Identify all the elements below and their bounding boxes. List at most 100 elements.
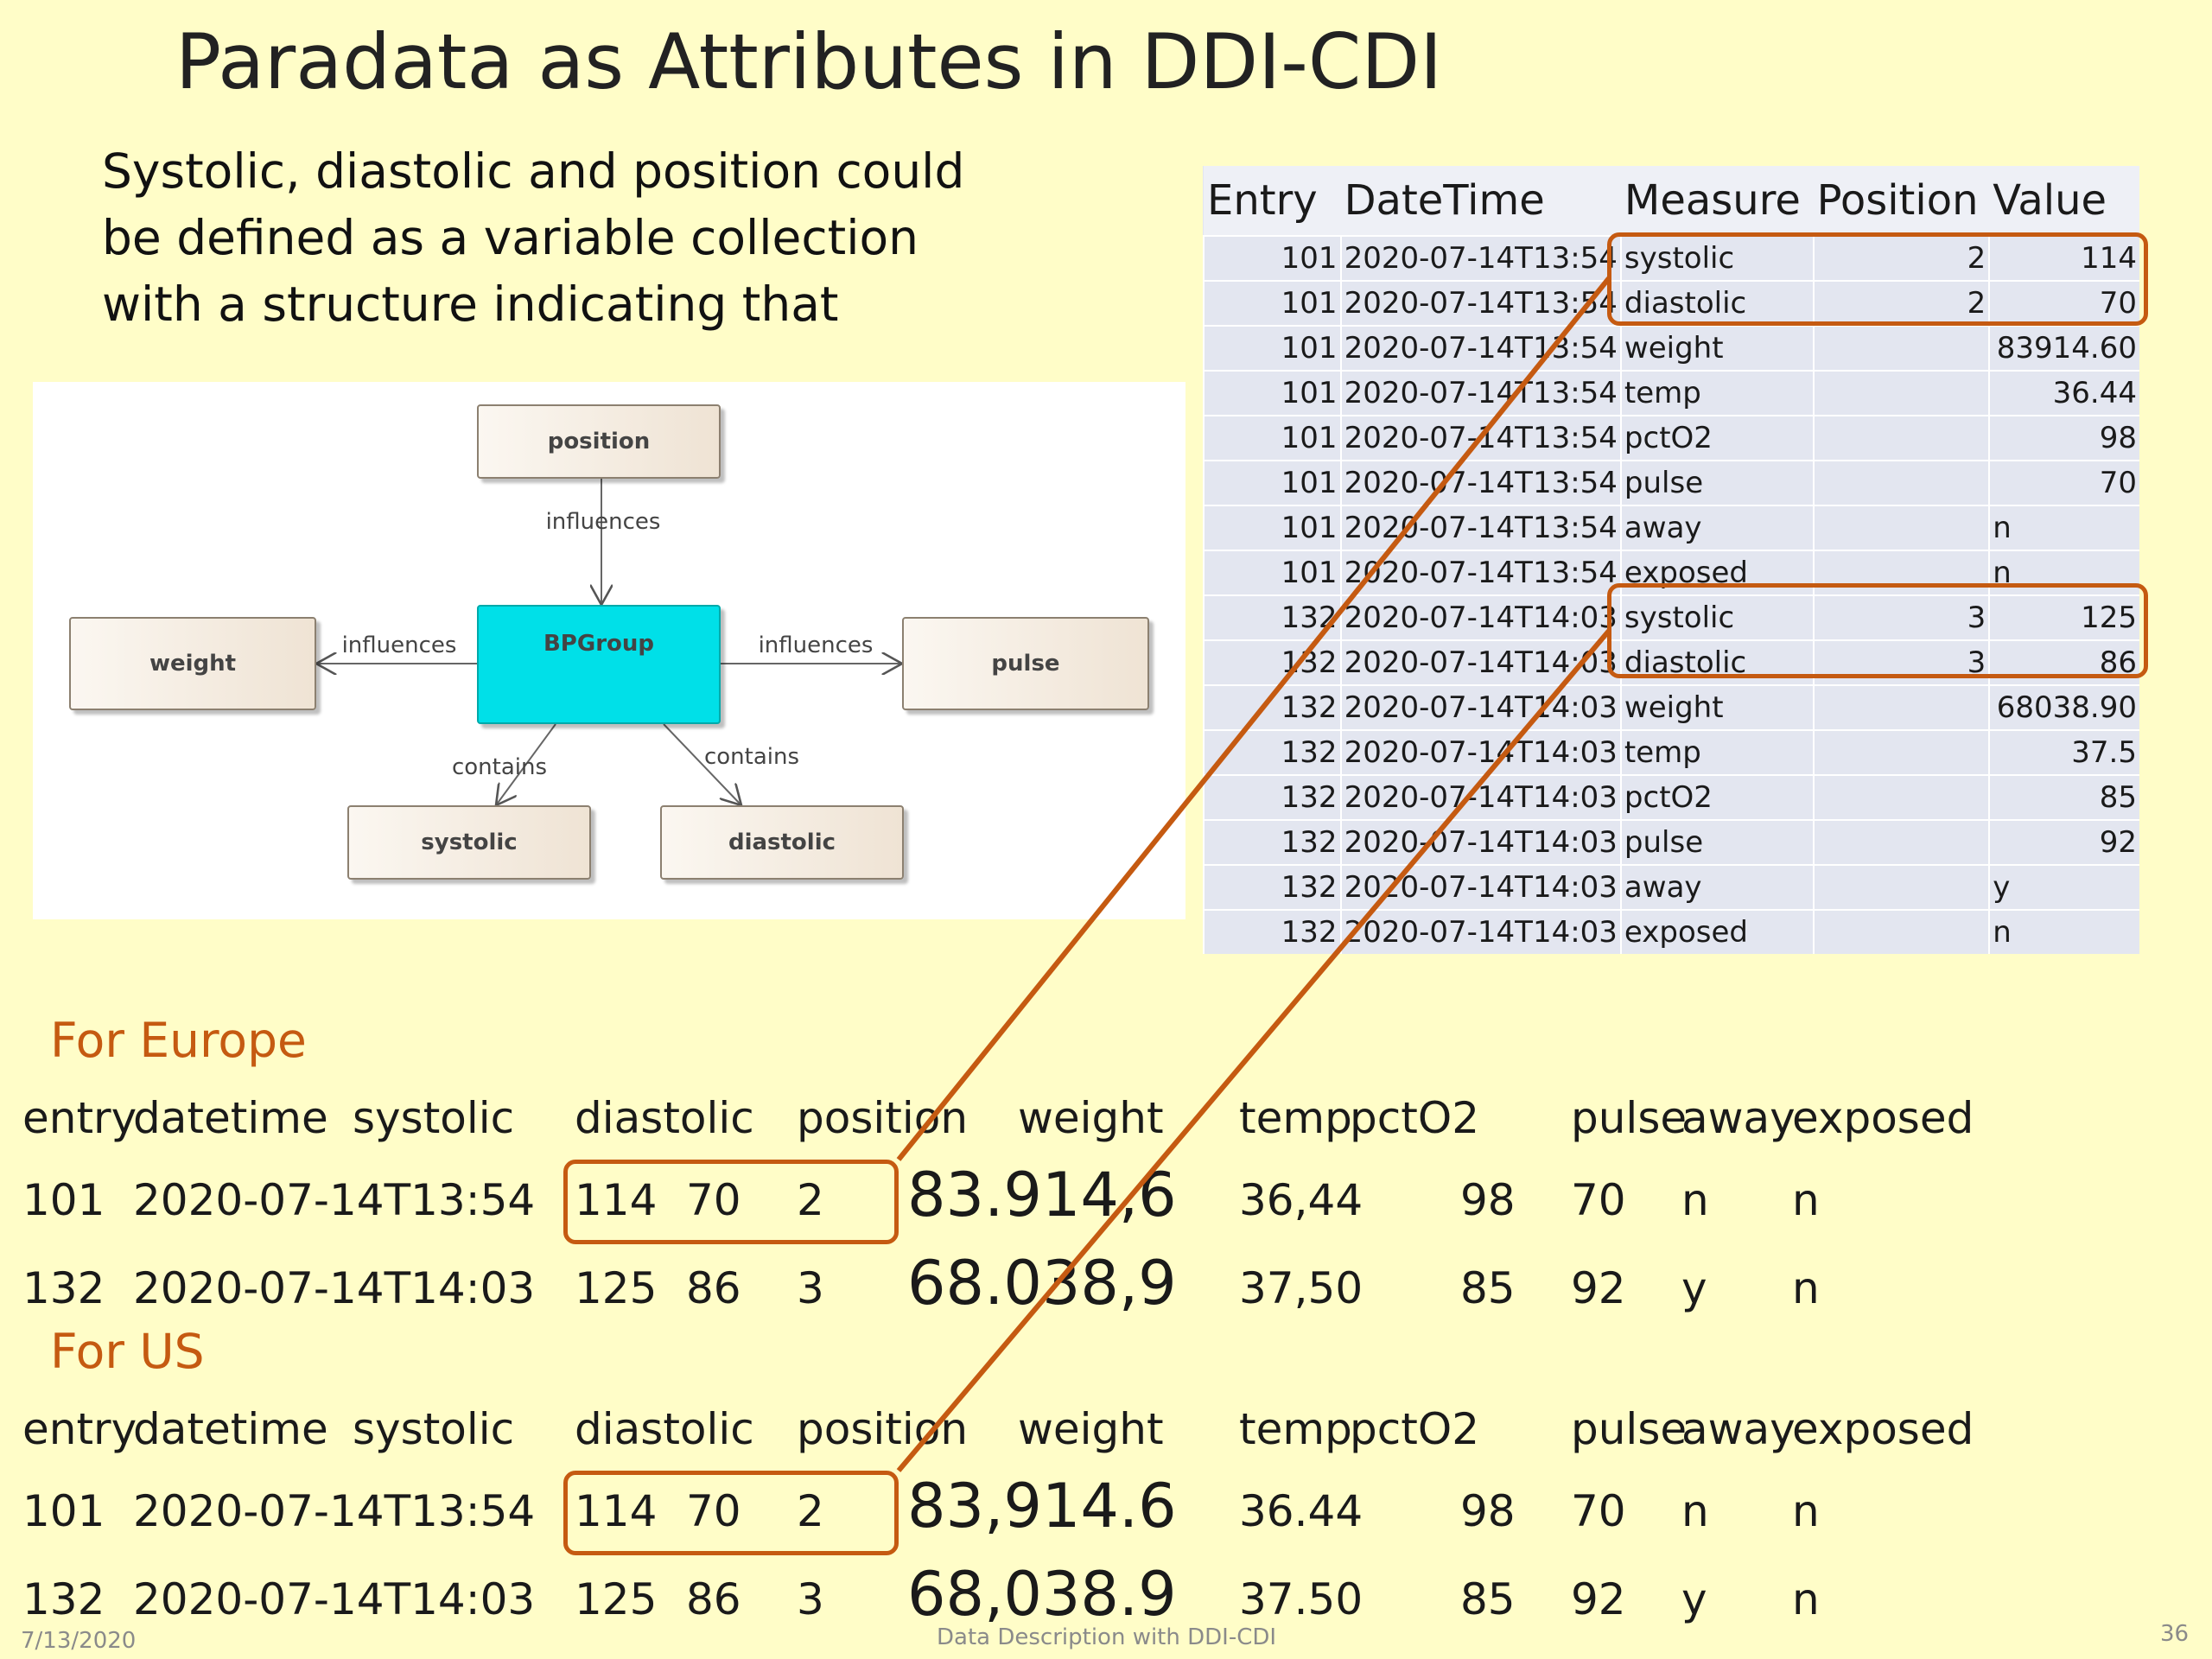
- cell-entry: 132: [22, 1263, 105, 1313]
- cell-value: 68038.90: [1988, 684, 2139, 730]
- cell-value: 92: [1988, 819, 2139, 865]
- page-number: 36: [2160, 1621, 2190, 1647]
- cell-weight: 68.038,9: [907, 1248, 1177, 1319]
- cell-away: n: [1681, 1486, 1709, 1536]
- cell-entry: 132: [1203, 594, 1341, 640]
- cell-measure: exposed: [1619, 550, 1814, 595]
- cell-pctO2: 98: [1460, 1175, 1516, 1225]
- cell-position: [1812, 370, 1990, 416]
- cell-entry: 101: [1203, 460, 1341, 505]
- cell-measure: weight: [1619, 684, 1814, 730]
- cell-weight: 83.914,6: [907, 1160, 1177, 1230]
- column-header: Position: [1813, 166, 1990, 236]
- cell-entry: 132: [1203, 864, 1341, 910]
- intro-text: Systolic, diastolic and position could b…: [102, 138, 966, 338]
- cell-value: 83914.60: [1988, 325, 2139, 371]
- cell-datetime: 2020-07-14T13:54: [133, 1486, 536, 1536]
- cell-systolic: 114: [575, 1486, 658, 1536]
- cell-position: [1812, 774, 1990, 820]
- column-header: Value: [1989, 166, 2139, 236]
- cell-entry: 101: [22, 1175, 105, 1225]
- cell-datetime: 2020-07-14T13:54: [1339, 550, 1621, 595]
- cell-value: 85: [1988, 774, 2139, 820]
- header-away: away: [1681, 1404, 1796, 1454]
- cell-datetime: 2020-07-14T13:54: [133, 1175, 536, 1225]
- node-position: position: [477, 404, 721, 479]
- cell-exposed: n: [1792, 1263, 1820, 1313]
- cell-position: 2: [1812, 280, 1990, 326]
- cell-systolic: 125: [575, 1263, 658, 1313]
- cell-datetime: 2020-07-14T14:03: [1339, 684, 1621, 730]
- cell-temp: 36.44: [1239, 1486, 1363, 1536]
- cell-position: 3: [797, 1574, 824, 1624]
- cell-weight: 83,914.6: [907, 1471, 1177, 1541]
- cell-temp: 37.50: [1239, 1574, 1363, 1624]
- footer-title: Data Description with DDI-CDI: [937, 1624, 1277, 1650]
- cell-position: 2: [797, 1175, 824, 1225]
- cell-pulse: 70: [1571, 1486, 1626, 1536]
- us-label: For US: [50, 1324, 205, 1379]
- cell-position: [1812, 550, 1990, 595]
- cell-pctO2: 98: [1460, 1486, 1516, 1536]
- header-weight: weight: [1018, 1093, 1164, 1143]
- header-datetime: datetime: [133, 1093, 328, 1143]
- header-entry: entry: [22, 1404, 137, 1454]
- intro-line: be defined as a variable collection: [102, 210, 918, 265]
- cell-datetime: 2020-07-14T14:03: [1339, 864, 1621, 910]
- cell-position: [1812, 819, 1990, 865]
- cell-measure: temp: [1619, 729, 1814, 775]
- header-temp: temp: [1239, 1093, 1352, 1143]
- node-systolic: systolic: [347, 805, 591, 880]
- cell-value: 36.44: [1988, 370, 2139, 416]
- cell-entry: 101: [1203, 415, 1341, 461]
- header-systolic: systolic: [353, 1404, 515, 1454]
- cell-measure: systolic: [1619, 594, 1814, 640]
- cell-position: [1812, 684, 1990, 730]
- cell-measure: diastolic: [1619, 280, 1814, 326]
- intro-line: with a structure indicating that: [102, 276, 839, 332]
- cell-measure: systolic: [1619, 235, 1814, 281]
- cell-datetime: 2020-07-14T13:54: [1339, 505, 1621, 550]
- header-pctO2: pctO2: [1350, 1093, 1479, 1143]
- cell-datetime: 2020-07-14T13:54: [1339, 325, 1621, 371]
- cell-measure: pctO2: [1619, 415, 1814, 461]
- highlight-box-europe: [563, 1160, 899, 1244]
- bpgroup-diagram: influences influences influences contain…: [33, 382, 1185, 919]
- edge-bpgroup-systolic: [496, 723, 556, 805]
- cell-away: y: [1681, 1263, 1707, 1313]
- cell-measure: pulse: [1619, 819, 1814, 865]
- edge-label-contains: contains: [452, 754, 547, 780]
- cell-pctO2: 85: [1460, 1263, 1516, 1313]
- column-header: Entry: [1204, 166, 1341, 236]
- cell-away: y: [1681, 1574, 1707, 1624]
- highlight-box-table-132: [1607, 583, 2148, 678]
- edge-bpgroup-diastolic: [663, 723, 741, 805]
- cell-value: n: [1988, 550, 2139, 595]
- header-diastolic: diastolic: [575, 1093, 754, 1143]
- footer-date: 7/13/2020: [21, 1628, 137, 1654]
- header-exposed: exposed: [1792, 1404, 1974, 1454]
- cell-datetime: 2020-07-14T14:03: [133, 1574, 536, 1624]
- header-exposed: exposed: [1792, 1093, 1974, 1143]
- cell-diastolic: 86: [686, 1574, 741, 1624]
- edge-label-contains: contains: [704, 744, 799, 770]
- cell-value: 70: [1988, 460, 2139, 505]
- cell-measure: away: [1619, 864, 1814, 910]
- cell-position: 3: [1812, 594, 1990, 640]
- header-weight: weight: [1018, 1404, 1164, 1454]
- cell-entry: 132: [1203, 819, 1341, 865]
- cell-value: 70: [1988, 280, 2139, 326]
- cell-entry: 101: [1203, 235, 1341, 281]
- cell-value: n: [1988, 505, 2139, 550]
- cell-entry: 101: [1203, 550, 1341, 595]
- header-away: away: [1681, 1093, 1796, 1143]
- cell-entry: 132: [1203, 729, 1341, 775]
- highlight-box-table-101: [1607, 232, 2148, 326]
- cell-datetime: 2020-07-14T14:03: [1339, 819, 1621, 865]
